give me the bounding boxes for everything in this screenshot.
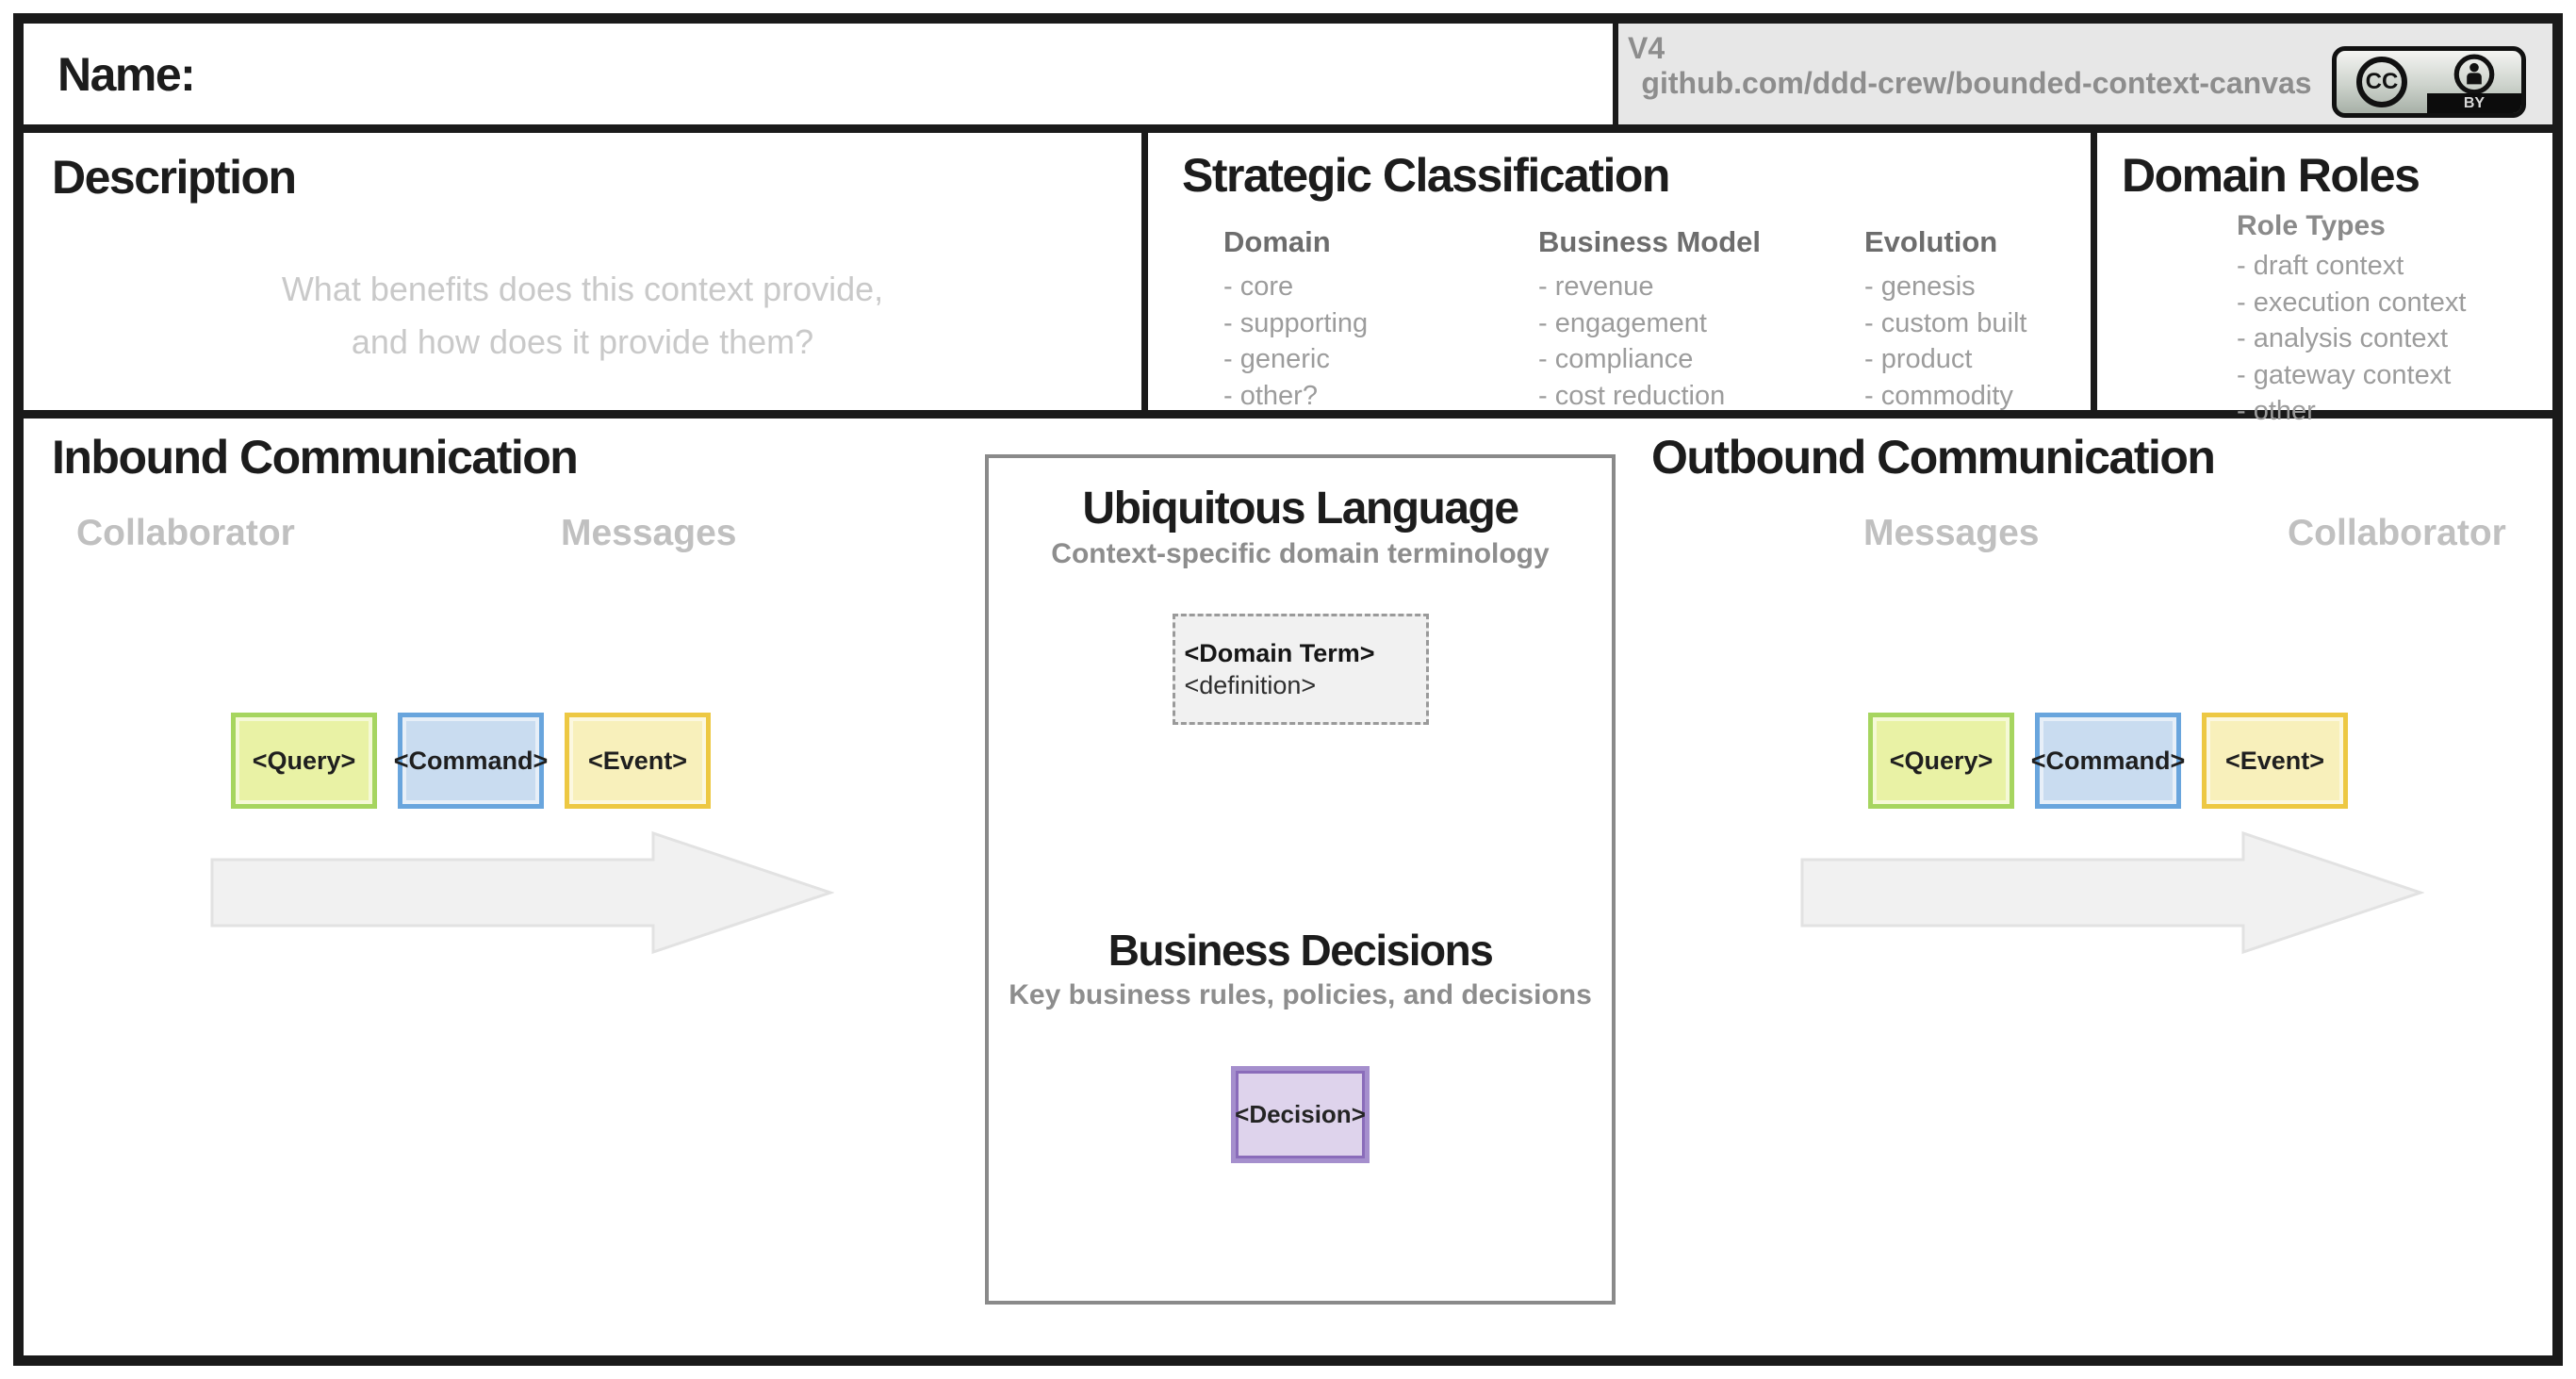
center-panel: Ubiquitous Language Context-specific dom… [985, 419, 1616, 1355]
sc-item: - cost reduction [1538, 380, 1726, 411]
cc-by-license-badge: CC BY [2332, 46, 2526, 118]
business-decisions-title: Business Decisions [1108, 926, 1494, 975]
ubiquitous-language-box: Ubiquitous Language Context-specific dom… [985, 454, 1616, 1305]
domain-term-card: <Domain Term> <definition> [1172, 614, 1429, 725]
meta-cell: V4 github.com/ddd-crew/bounded-context-c… [1613, 24, 2552, 124]
outbound-event-sticky: <Event> [2202, 713, 2348, 809]
inbound-messages-label: Messages [561, 513, 737, 553]
inbound-title: Inbound Communication [52, 431, 579, 484]
name-cell: Name: [24, 24, 1613, 124]
sc-item: - core [1223, 271, 1294, 302]
outbound-messages-label: Messages [1863, 513, 2040, 553]
attribution-person-icon [2453, 54, 2495, 95]
role-type-item: - other [2237, 396, 2316, 427]
sc-item: - engagement [1538, 307, 1707, 338]
ubiquitous-language-title: Ubiquitous Language [1082, 484, 1519, 534]
sc-group-heading: Business Model [1538, 225, 1761, 258]
outbound-collaborator-label: Collaborator [2288, 513, 2506, 553]
sc-item: - custom built [1864, 307, 2027, 338]
role-type-item: - analysis context [2237, 323, 2449, 354]
inbound-message-stickies: <Query> <Command> <Event> [231, 713, 711, 809]
cc-logo-icon: CC [2356, 57, 2407, 107]
ubiquitous-language-subtitle: Context-specific domain terminology [1051, 538, 1550, 569]
sc-item: - supporting [1223, 307, 1369, 338]
role-types-heading: Role Types [2237, 210, 2386, 241]
sc-group-evolution: Evolution - genesis - custom built - pro… [1864, 225, 2091, 414]
sc-item: - commodity [1864, 380, 2013, 411]
version-label: V4 [1628, 31, 1665, 65]
strategic-classification-title: Strategic Classification [1182, 149, 1670, 202]
domain-roles-title: Domain Roles [2122, 149, 2420, 202]
decision-card: <Decision> [1231, 1066, 1370, 1163]
header-row: Name: V4 github.com/ddd-crew/bounded-con… [24, 24, 2552, 133]
inbound-collaborator-label: Collaborator [76, 513, 295, 553]
domain-roles-section: Domain Roles Role Types - draft context … [2097, 133, 2552, 426]
sc-item: - generic [1223, 344, 1330, 375]
strategic-classification-section: Strategic Classification Domain - core -… [1148, 133, 2097, 411]
role-type-item: - draft context [2237, 251, 2404, 281]
description-placeholder-line2: and how does it provide them? [351, 321, 814, 361]
inbound-communication-section: Inbound Communication Collaborator Messa… [24, 419, 985, 1355]
cc-attribution-wrap: BY [2427, 51, 2521, 113]
outbound-communication-section: Outbound Communication Messages Collabor… [1616, 419, 2552, 1355]
role-type-item: - gateway context [2237, 359, 2452, 390]
inbound-flow-arrow-icon [210, 830, 834, 955]
inbound-command-sticky: <Command> [394, 713, 548, 809]
description-title: Description [52, 151, 297, 204]
inbound-query-sticky: <Query> [231, 713, 377, 809]
bounded-context-canvas: Name: V4 github.com/ddd-crew/bounded-con… [13, 13, 2563, 1366]
sc-item: - compliance [1538, 344, 1694, 375]
sc-item: - other? [1223, 380, 1318, 411]
name-label: Name: [57, 47, 196, 101]
outbound-query-sticky: <Query> [1868, 713, 2014, 809]
outbound-command-sticky: <Command> [2031, 713, 2185, 809]
repo-url: github.com/ddd-crew/bounded-context-canv… [1641, 66, 2312, 100]
description-placeholder: What benefits does this context provide,… [52, 263, 1113, 369]
strategic-classification-columns: Domain - core - supporting - generic - o… [1223, 225, 2091, 414]
inbound-event-sticky: <Event> [565, 713, 711, 809]
outbound-message-stickies: <Query> <Command> <Event> [1868, 713, 2348, 809]
classification-row: Description What benefits does this cont… [24, 133, 2552, 426]
sc-group-domain: Domain - core - supporting - generic - o… [1223, 225, 1538, 414]
outbound-title: Outbound Communication [1651, 431, 2216, 484]
sc-group-business-model: Business Model - revenue - engagement - … [1538, 225, 1864, 414]
role-types-group: Role Types - draft context - execution c… [2237, 210, 2552, 430]
sc-group-heading: Domain [1223, 225, 1331, 258]
domain-term-label: <Domain Term> [1184, 638, 1375, 667]
sc-item: - revenue [1538, 271, 1654, 302]
cc-by-label: BY [2427, 93, 2521, 113]
sc-item: - product [1864, 344, 1973, 375]
description-placeholder-line1: What benefits does this context provide, [281, 270, 884, 308]
sc-item: - genesis [1864, 271, 1976, 302]
definition-label: <definition> [1184, 670, 1317, 699]
role-type-item: - execution context [2237, 287, 2467, 318]
description-section: Description What benefits does this cont… [24, 133, 1148, 410]
cc-logo-wrap: CC [2337, 51, 2427, 113]
sc-group-heading: Evolution [1864, 225, 1998, 258]
communication-row: Inbound Communication Collaborator Messa… [24, 419, 2552, 1355]
business-decisions-subtitle: Key business rules, policies, and decisi… [1009, 979, 1592, 1010]
outbound-flow-arrow-icon [1800, 830, 2424, 955]
